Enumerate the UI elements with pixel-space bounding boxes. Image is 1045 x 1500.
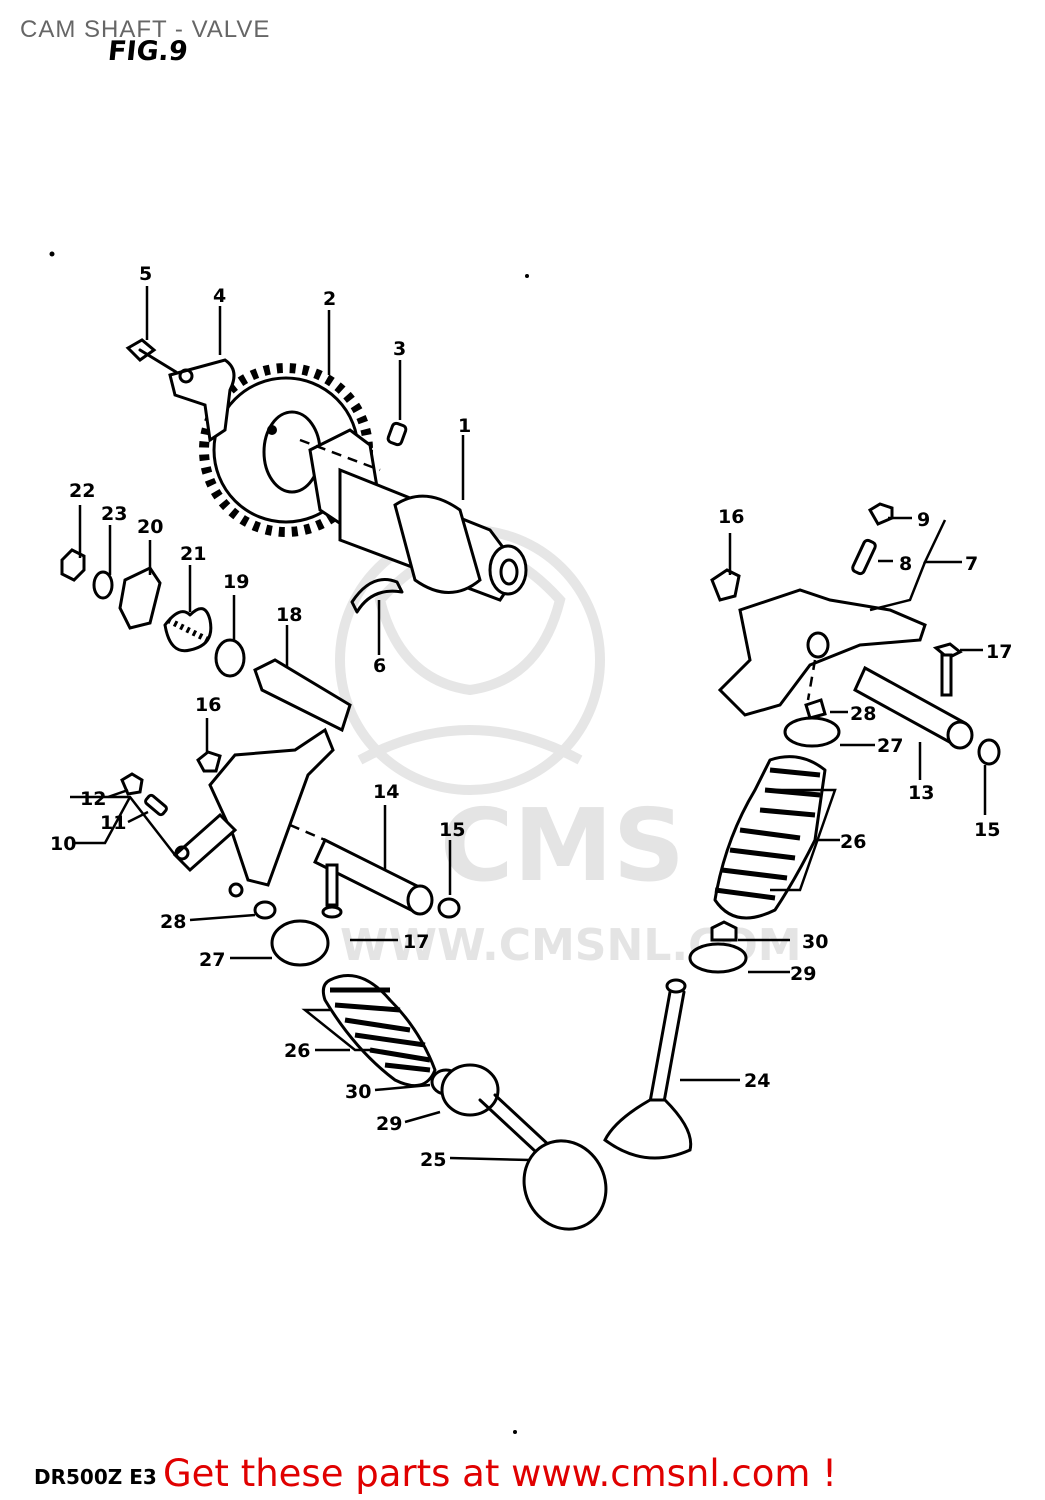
callout-17: 17 xyxy=(403,931,429,953)
callout-7: 7 xyxy=(965,553,978,575)
callout-10: 10 xyxy=(50,833,76,855)
callout-25: 25 xyxy=(420,1149,446,1171)
callout-21: 21 xyxy=(180,543,206,565)
callout-16: 16 xyxy=(718,506,744,528)
callout-29: 29 xyxy=(790,963,816,985)
callout-8: 8 xyxy=(899,553,912,575)
camshaft xyxy=(299,428,528,602)
callout-18: 18 xyxy=(276,604,302,626)
callout-30: 30 xyxy=(345,1081,371,1103)
bracket-and-bolt xyxy=(125,338,236,443)
callout-9: 9 xyxy=(917,509,930,531)
callout-27: 27 xyxy=(199,949,225,971)
callout-26: 26 xyxy=(840,831,866,853)
callout-23: 23 xyxy=(101,503,127,525)
callout-11: 11 xyxy=(100,812,126,834)
callout-4: 4 xyxy=(213,285,226,307)
model-code: DR500Z E3 xyxy=(34,1465,157,1489)
callout-19: 19 xyxy=(223,571,249,593)
rocker-arm-right xyxy=(710,502,927,720)
callout-12: 12 xyxy=(80,788,106,810)
callout-24: 24 xyxy=(744,1070,770,1092)
valve-train-right xyxy=(603,716,841,1160)
promo-link[interactable]: Get these parts at www.cmsnl.com ! xyxy=(163,1452,838,1495)
rocker-shaft-left xyxy=(289,823,461,919)
watermark-logo-text: CMS xyxy=(440,787,685,904)
callout-5: 5 xyxy=(139,263,152,285)
callout-3: 3 xyxy=(393,338,406,360)
callout-27: 27 xyxy=(877,735,903,757)
callout-13: 13 xyxy=(908,782,934,804)
page-title: CAM SHAFT - VALVE xyxy=(20,16,271,43)
callout-29: 29 xyxy=(376,1113,402,1135)
decompression-parts xyxy=(60,548,352,733)
callout-6: 6 xyxy=(373,655,386,677)
callout-26: 26 xyxy=(284,1040,310,1062)
callout-28: 28 xyxy=(850,703,876,725)
valve-train-left xyxy=(253,900,608,1231)
callout-15: 15 xyxy=(439,819,465,841)
callout-labels: 1 2 3 4 5 6 7 8 9 10 11 12 13 14 15 15 1… xyxy=(50,263,1012,1171)
rocker-shaft-right xyxy=(853,642,1001,766)
callout-20: 20 xyxy=(137,516,163,538)
callout-2: 2 xyxy=(323,288,336,310)
callout-28: 28 xyxy=(160,911,186,933)
leader-lines xyxy=(70,286,987,1162)
callout-17: 17 xyxy=(986,641,1012,663)
callout-14: 14 xyxy=(373,781,399,803)
callout-30: 30 xyxy=(802,931,828,953)
callout-15: 15 xyxy=(974,819,1000,841)
callout-1: 1 xyxy=(458,415,471,437)
callout-16: 16 xyxy=(195,694,221,716)
callout-22: 22 xyxy=(69,480,95,502)
rocker-arm-left xyxy=(120,727,335,898)
